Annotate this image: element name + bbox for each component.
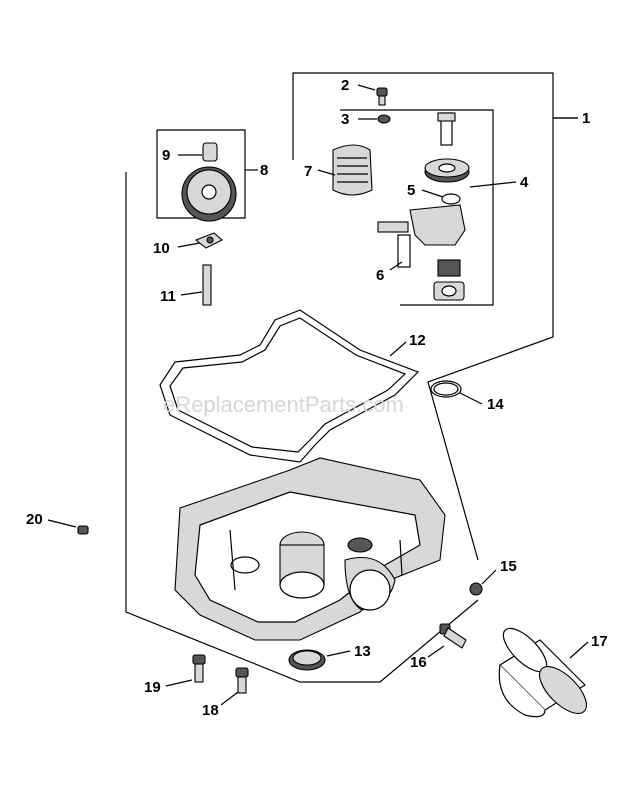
watermark: eReplacementParts.com <box>163 392 404 417</box>
callout-6: 6 <box>376 267 384 284</box>
gear-8 <box>181 166 237 222</box>
callout-4: 4 <box>520 174 529 191</box>
dowel-pin-11 <box>202 264 212 306</box>
callout-8: 8 <box>260 162 268 179</box>
callout-7: 7 <box>304 163 312 180</box>
drain-plug-15 <box>469 582 483 596</box>
bolt-19 <box>192 654 206 683</box>
oil-pan <box>174 457 446 641</box>
pin-9 <box>202 142 218 162</box>
callout-2: 2 <box>341 77 349 94</box>
callout-11: 11 <box>160 288 176 305</box>
oil-screen-7 <box>332 144 373 196</box>
callout-16: 16 <box>410 654 427 671</box>
washer-3 <box>377 114 391 124</box>
callout-5: 5 <box>407 182 415 199</box>
callout-14: 14 <box>487 396 504 413</box>
callout-13: 13 <box>354 643 371 660</box>
o-ring-14-inner <box>433 382 459 396</box>
callout-12: 12 <box>409 332 426 349</box>
callout-20: 20 <box>26 511 43 528</box>
callout-1: 1 <box>582 110 590 127</box>
callout-3: 3 <box>341 111 349 128</box>
oil-seal-13 <box>288 649 326 671</box>
callout-15: 15 <box>500 558 517 575</box>
callout-19: 19 <box>144 679 161 696</box>
gasket-12 <box>159 309 420 463</box>
callout-17: 17 <box>591 633 608 650</box>
callout-18: 18 <box>202 702 219 719</box>
assembly-outline-4 <box>340 109 494 306</box>
screw-20 <box>77 525 89 535</box>
callout-10: 10 <box>153 240 170 257</box>
retainer-10 <box>194 232 223 249</box>
assembly-outline-oil-pan <box>125 172 479 683</box>
bolt-18 <box>235 667 249 694</box>
leader-lines <box>47 84 589 706</box>
oil-filter-17 <box>498 627 587 718</box>
o-ring-14 <box>430 380 462 398</box>
callout-9: 9 <box>162 147 170 164</box>
gasket-12-inner <box>169 317 407 453</box>
assembly-outline-8 <box>156 129 246 219</box>
bolt-2 <box>376 87 388 106</box>
oil-filter-adapter-16 <box>439 623 467 649</box>
oil-pump-assembly-4 <box>377 112 470 301</box>
